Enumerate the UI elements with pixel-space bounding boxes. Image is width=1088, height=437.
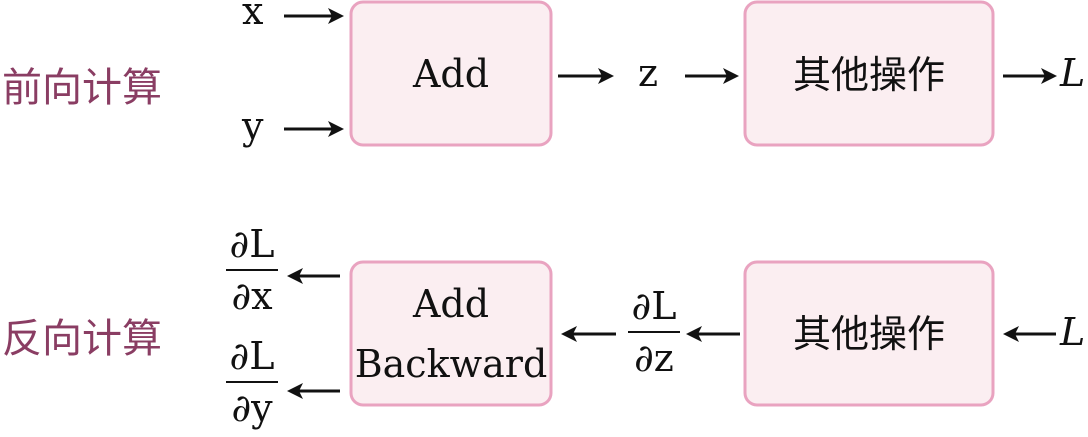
arrow-other-to-grad-z [686, 326, 740, 342]
grad-z-fraction: ∂L ∂z [628, 284, 680, 380]
arrow-add-to-z [558, 68, 614, 84]
grad-z-denominator: ∂z [634, 336, 674, 380]
backward-add-label-line2: Backward [355, 342, 548, 386]
arrow-z-to-other [685, 68, 739, 84]
forward-output-L: L [1059, 51, 1085, 95]
forward-other-ops-box: 其他操作 [743, 0, 995, 147]
grad-z-numerator: ∂L [632, 284, 677, 328]
grad-y-denominator: ∂y [231, 386, 273, 430]
backward-other-ops-label: 其他操作 [793, 312, 945, 356]
backward-add-label-line1: Add [412, 282, 489, 326]
forward-add-box: Add [349, 0, 553, 147]
forward-label: 前向计算 [2, 65, 162, 111]
grad-x-numerator: ∂L [230, 222, 275, 266]
backward-add-box: Add Backward [349, 260, 553, 407]
forward-input-y: y [241, 104, 264, 148]
arrow-addback-to-grad-y [287, 383, 340, 399]
arrow-y-to-add [284, 121, 344, 137]
forward-other-ops-label: 其他操作 [793, 53, 945, 97]
backward-input-L: L [1059, 310, 1085, 354]
arrow-addback-to-grad-x [287, 268, 340, 284]
arrow-L-to-other [1003, 326, 1056, 342]
forward-mid-z: z [638, 51, 658, 95]
backward-other-ops-box: 其他操作 [743, 260, 995, 407]
grad-x-fraction: ∂L ∂x [226, 222, 278, 318]
backward-label: 反向计算 [2, 316, 162, 362]
grad-x-denominator: ∂x [231, 274, 272, 318]
arrow-grad-z-to-addback [561, 326, 616, 342]
arrow-x-to-add [284, 8, 344, 24]
forward-add-label: Add [412, 52, 489, 96]
forward-input-x: x [242, 0, 263, 33]
arrow-other-to-L [1003, 68, 1057, 84]
grad-y-fraction: ∂L ∂y [226, 334, 278, 430]
grad-y-numerator: ∂L [230, 334, 275, 378]
